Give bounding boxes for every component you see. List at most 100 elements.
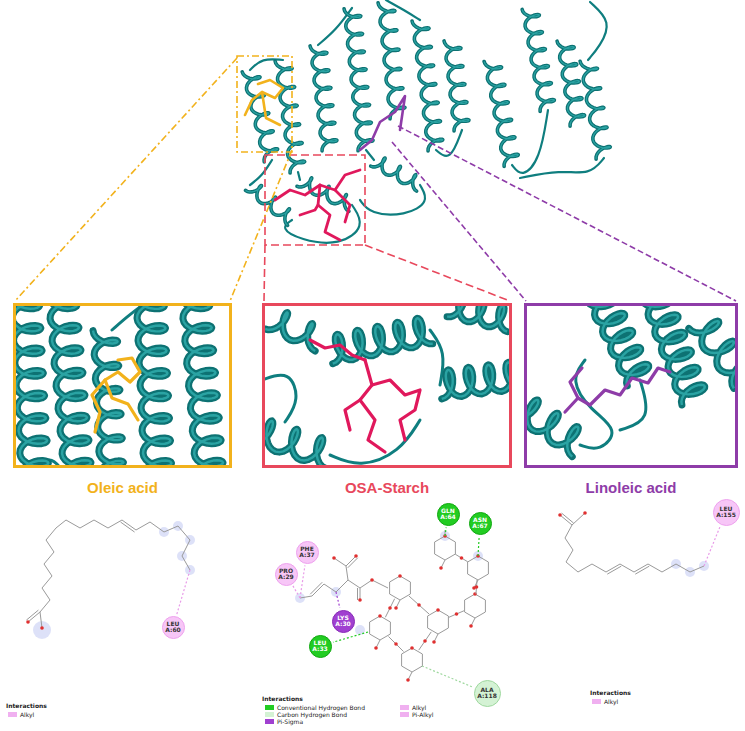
bond — [121, 522, 135, 532]
oxygen-atom — [358, 598, 362, 602]
ligand-stick — [262, 92, 280, 125]
residue-circle: PRO A:29 — [275, 563, 298, 586]
zoom-box — [265, 155, 365, 245]
legend-text: Alkyl — [20, 711, 34, 718]
sugar-ring — [465, 594, 486, 618]
oxygen-atom — [460, 556, 464, 560]
helix-ribbon — [333, 318, 433, 363]
zoom-leaders — [15, 56, 736, 301]
oxygen-atom — [406, 678, 410, 682]
residue-fill — [296, 541, 318, 563]
coil — [298, 172, 300, 180]
residue-label: LEU A:60 — [165, 621, 181, 634]
coil — [520, 158, 604, 178]
residue-label: LYS A:30 — [335, 615, 351, 628]
helix-shine — [265, 313, 315, 351]
zoom-leader — [15, 58, 237, 301]
legend-swatch — [265, 712, 274, 717]
coil — [576, 360, 612, 448]
legend-text: Pi-Alkyl — [412, 711, 433, 718]
panel-title: Linoleic acid — [507, 479, 745, 496]
coil — [366, 150, 374, 160]
residue-circle: PHE A:37 — [296, 541, 319, 564]
residue-fill — [309, 635, 331, 657]
legend-item: Alkyl — [592, 698, 618, 705]
residue-label: ASN A:67 — [472, 517, 488, 530]
zoom-leader — [230, 150, 292, 301]
residue-circle: LEU A:33 — [309, 635, 332, 658]
helix-ribbon — [310, 46, 337, 151]
legend-heading: Interactions — [6, 702, 47, 709]
bond — [572, 513, 585, 525]
bond — [607, 566, 621, 574]
helix-ribbon — [344, 9, 373, 151]
legend-swatch — [265, 705, 274, 710]
legend-item: Pi-Sigma — [265, 718, 303, 725]
legend-text: Carbon Hydrogen Bond — [277, 711, 347, 718]
bond — [26, 610, 38, 620]
residue-fill — [437, 503, 459, 525]
ligand-stick — [300, 205, 318, 215]
oxygen-atom — [370, 578, 374, 582]
ligand-stick — [360, 96, 405, 150]
helix-ribbon — [136, 303, 171, 468]
coil — [262, 375, 296, 422]
oxygen-atom — [388, 606, 392, 610]
oxygen-atom — [398, 574, 402, 578]
helix-ribbon — [642, 303, 705, 405]
helix-shine — [557, 41, 585, 126]
helix-shine — [522, 9, 554, 111]
zoom-panel: OSA-Starch — [262, 303, 512, 468]
helix-ribbon — [242, 72, 277, 162]
helix-shine — [333, 318, 433, 363]
legend-text: Alkyl — [412, 704, 426, 711]
helix-shine — [642, 303, 705, 405]
helix-ribbon — [265, 313, 315, 351]
residue-label: LEU A:155 — [716, 506, 736, 519]
bond — [565, 525, 704, 572]
sugar-ring — [390, 576, 411, 600]
oxygen-atom — [332, 556, 336, 560]
helix-ribbon — [522, 9, 554, 111]
bond — [334, 558, 346, 566]
oxygen-atom — [378, 614, 382, 618]
atom-halo — [33, 621, 51, 639]
zoom-leader — [365, 245, 510, 301]
residue-label: GLN A:64 — [440, 508, 456, 521]
oxygen-atom — [394, 606, 398, 610]
legend-swatch — [265, 719, 274, 724]
ligand-stick — [335, 190, 350, 222]
helix-ribbon — [557, 41, 585, 126]
oxygen-atom — [475, 585, 479, 589]
zoom-osa — [262, 303, 512, 468]
bond — [40, 520, 190, 612]
residue-fill — [469, 512, 491, 534]
residue-label: ALA A:118 — [477, 687, 497, 700]
interaction-lines — [177, 526, 720, 687]
helix-shine — [262, 421, 326, 468]
legend-heading: Interactions — [590, 689, 631, 696]
coil — [430, 330, 443, 385]
oxygen-atom — [417, 603, 421, 607]
oxygen-atom — [436, 608, 440, 612]
zoom-oleic — [13, 303, 232, 468]
panel-title: Oleic acid — [0, 479, 249, 496]
panel-title: OSA-Starch — [245, 479, 529, 496]
residue-fill — [332, 610, 354, 632]
interaction-line — [333, 632, 368, 642]
legend-item: Alkyl — [400, 704, 426, 711]
bond — [348, 558, 358, 568]
helix-shine — [587, 303, 648, 386]
legend-heading: Interactions — [262, 695, 303, 702]
helix-shine — [136, 303, 171, 468]
helix-shine — [181, 303, 223, 468]
legend-item: Alkyl — [8, 711, 34, 718]
oxygen-atom — [558, 513, 562, 517]
legend-item: Carbon Hydrogen Bond — [265, 711, 347, 718]
interaction-2d — [26, 511, 709, 682]
oxygen-atom — [374, 646, 378, 650]
helix-shine — [444, 41, 469, 131]
ligand-stick — [105, 380, 138, 420]
